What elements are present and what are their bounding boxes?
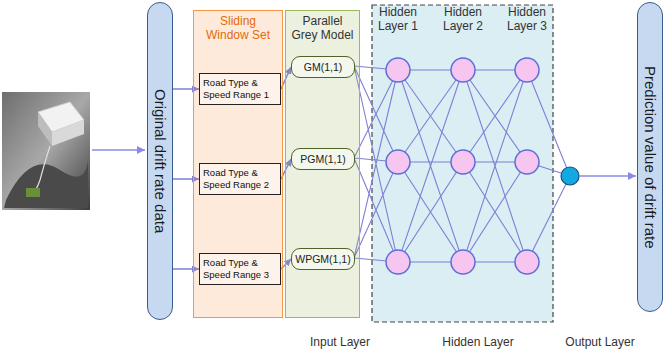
model-box: PGM(1,1) [291, 148, 355, 170]
layer-caption: Input Layer [294, 336, 386, 350]
layer-caption: Hidden Layer [432, 336, 524, 350]
neuron [386, 250, 410, 274]
layer-caption: Output Layer [564, 336, 636, 350]
grey-model-box: Parallel Grey ModelGM(1,1) PGM(1,1) WPGM(1… [285, 10, 360, 318]
prediction-pill: Prediction value of drift rate [637, 2, 663, 312]
neuron [386, 58, 410, 82]
node-text: Prediction value of drift rate [643, 66, 658, 249]
model-box: GM(1,1) [291, 56, 355, 78]
node-text: Original drift rate data [153, 89, 168, 233]
output-neuron [561, 167, 579, 185]
node-text: Sliding Window Set [194, 11, 282, 47]
node-text: Parallel Grey Model [286, 11, 359, 47]
layer-heading: Hidden Layer 1 [370, 6, 426, 34]
model-box: WPGM(1,1) [291, 248, 355, 270]
neurons [386, 58, 539, 274]
data-pill: Original drift rate data [147, 2, 173, 320]
node-text: Road Type & Speed Range 1 [203, 77, 277, 101]
photo-ground [2, 92, 90, 210]
hidden-layer-region [372, 5, 553, 322]
device-photo [2, 92, 90, 210]
window-box: Road Type & Speed Range 3 [199, 253, 281, 285]
neuron [515, 58, 539, 82]
node-text: WPGM(1,1) [294, 253, 352, 265]
network-links [354, 66, 570, 262]
neuron [515, 150, 539, 174]
neuron [451, 58, 475, 82]
neuron [386, 150, 410, 174]
layer-heading: Hidden Layer 3 [499, 6, 555, 34]
input-arrow [92, 149, 145, 151]
sensor-board [26, 188, 40, 197]
output-arrow [579, 175, 636, 177]
window-box: Road Type & Speed Range 1 [199, 73, 281, 105]
window-set-box: Sliding Window SetRoad Type & Speed Rang… [193, 10, 283, 318]
node-text: PGM(1,1) [294, 153, 352, 165]
neuron [451, 250, 475, 274]
window-box: Road Type & Speed Range 2 [199, 163, 281, 195]
device-box-side [52, 120, 84, 146]
neuron [515, 250, 539, 274]
device-box-front [38, 112, 52, 146]
node-text: Road Type & Speed Range 2 [203, 167, 277, 191]
neuron [451, 150, 475, 174]
layer-heading: Hidden Layer 2 [435, 6, 491, 34]
node-text: Road Type & Speed Range 3 [203, 257, 277, 281]
node-text: GM(1,1) [294, 61, 352, 73]
